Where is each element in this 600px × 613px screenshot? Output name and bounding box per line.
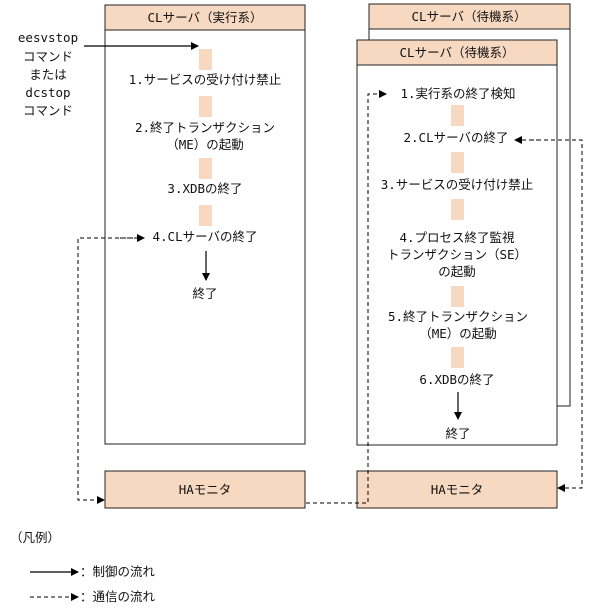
comm-line-monitor-to-standby	[306, 90, 387, 504]
standby-step-4-label-line3: の起動	[438, 264, 476, 279]
ha-monitor-left	[104, 470, 306, 509]
standby-step-marker-3	[451, 152, 464, 173]
command-line-3: または	[29, 67, 67, 82]
active-server-header	[104, 4, 306, 31]
active-step-marker-3	[199, 158, 212, 179]
standby-step-1-label: 1.実行系の終了検知	[400, 86, 515, 101]
active-step-marker-4	[199, 205, 212, 226]
active-step-2-label-line1: 2.終了トランザクション	[135, 120, 275, 135]
stop-command-label: eesvstop コマンド または dcstop コマンド	[18, 30, 78, 118]
standby-back-title: CLサーバ（待機系）	[412, 9, 527, 24]
command-line-2: コマンド	[23, 49, 73, 64]
standby-step-marker-2	[451, 105, 464, 126]
ha-monitor-left-label: HAモニタ	[179, 482, 232, 497]
standby-header	[356, 39, 558, 66]
command-line-4: dcstop	[25, 85, 70, 100]
standby-body	[356, 64, 558, 446]
active-step-marker-2	[199, 96, 212, 117]
active-server-title: CLサーバ（実行系）	[148, 10, 263, 25]
legend-title: （凡例）	[10, 530, 60, 545]
standby-step-5-label-line2: （ME）の起動	[419, 326, 497, 341]
legend: （凡例） ：制御の流れ ：通信の流れ	[10, 530, 156, 604]
standby-title: CLサーバ（待機系）	[400, 45, 515, 60]
standby-step-marker-6	[451, 347, 464, 368]
command-line-5: コマンド	[23, 103, 73, 118]
standby-step-marker-4	[451, 199, 464, 220]
ha-monitor-right-label: HAモニタ	[431, 482, 484, 497]
standby-step-4-label-line1: 4.プロセス終了監視	[399, 230, 515, 245]
legend-control-flow: ：制御の流れ	[80, 564, 156, 579]
standby-end-label: 終了	[445, 426, 470, 441]
active-end-label: 終了	[192, 286, 217, 301]
active-step-1-label: 1.サービスの受け付け禁止	[129, 72, 282, 87]
standby-step-5-label-line1: 5.終了トランザクション	[388, 309, 528, 324]
standby-server-panel: CLサーバ（待機系）	[356, 39, 558, 446]
comm-line-active-to-monitor	[77, 237, 140, 504]
ha-monitor-right	[356, 470, 558, 509]
active-step-4-label: 4.CLサーバの終了	[153, 229, 258, 244]
comm-line-standby-to-monitor	[530, 139, 583, 492]
legend-communication-flow: ：通信の流れ	[80, 589, 156, 604]
standby-step-2-label: 2.CLサーバの終了	[404, 130, 509, 145]
standby-step-3-label: 3.サービスの受け付け禁止	[381, 177, 534, 192]
standby-step-marker-5	[451, 286, 464, 307]
active-step-3-label: 3.XDBの終了	[167, 181, 242, 196]
standby-step-6-label: 6.XDBの終了	[419, 372, 494, 387]
command-line-1: eesvstop	[18, 30, 78, 45]
active-step-2-label-line2: （ME）の起動	[166, 137, 244, 152]
active-step-marker-1	[199, 49, 212, 70]
standby-step-4-label-line2: トランザクション（SE）	[387, 247, 527, 262]
